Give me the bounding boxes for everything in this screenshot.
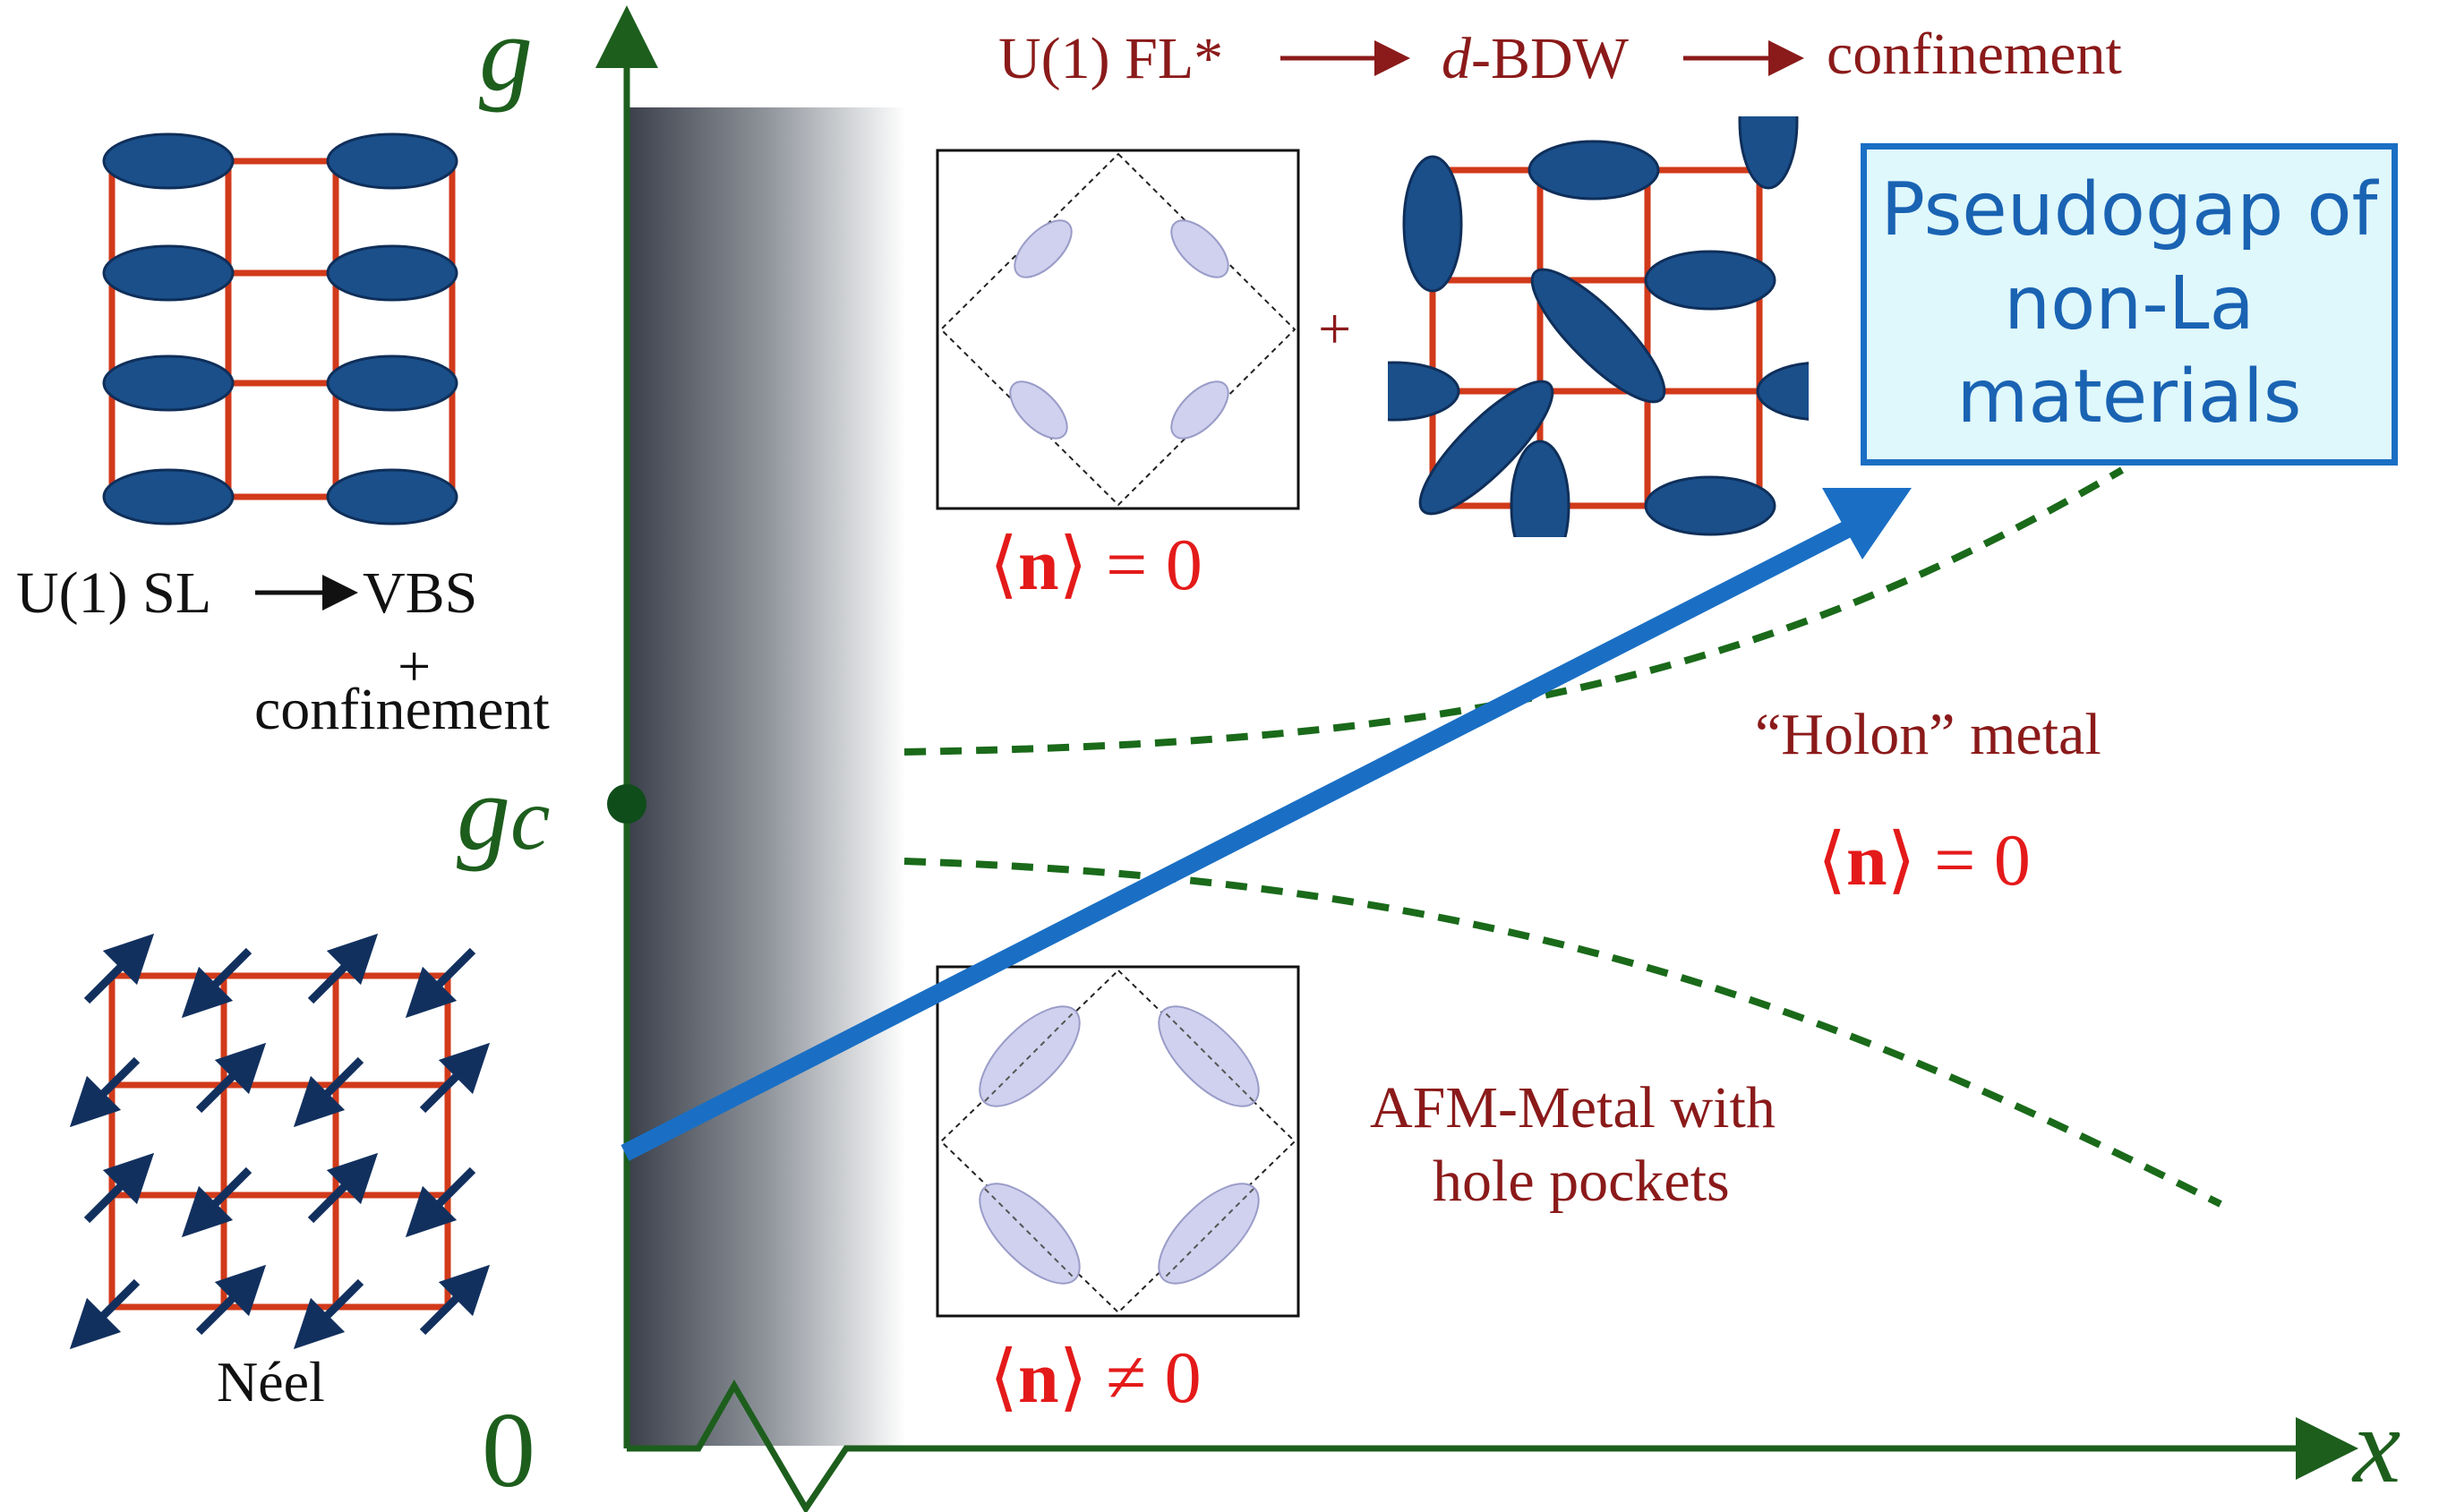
op2-rhs: ⟩ ≠ 0 <box>1058 1337 1202 1418</box>
order-param-flstar: ⟨n⟩ = 0 <box>989 528 1202 602</box>
seq-dbdw-d: d <box>1442 26 1471 91</box>
critical-g-label: gc <box>457 759 550 867</box>
spin-arrow <box>83 1152 155 1224</box>
op2-lhs: ⟨ <box>989 1337 1018 1418</box>
pseudogap-box: Pseudogap of non-La materials <box>1861 143 2398 466</box>
holon-metal-label: “Holon” metal <box>1755 702 2101 767</box>
spin-arrow <box>419 1042 491 1114</box>
afm-fermi-surface <box>936 965 1300 1318</box>
upper-phase-boundary <box>903 466 2125 756</box>
sl-label: U(1) SL <box>16 560 212 626</box>
doping-trajectory-arrow <box>620 516 1862 1161</box>
dbdw-lattice <box>1388 116 1809 537</box>
origin-label: 0 <box>482 1390 535 1509</box>
seq-dbdw-rest: -BDW <box>1471 26 1629 91</box>
afm-metal-label-1: AFM-Metal with <box>1370 1075 1776 1140</box>
vbs-lattice <box>102 132 458 525</box>
pseudogap-line-1: Pseudogap of <box>1880 167 2378 252</box>
spin-arrow <box>181 947 252 1019</box>
order-param-holon: ⟨n⟩ = 0 <box>1818 824 2031 897</box>
critical-g-subscript: c <box>510 769 551 868</box>
afm-metal-label-2: hole pockets <box>1433 1149 1730 1214</box>
op2-n: n <box>1018 1337 1059 1418</box>
critical-g-letter: g <box>457 753 510 872</box>
spin-arrow <box>83 933 155 1004</box>
plus-label: + <box>398 634 432 699</box>
shaded-region <box>627 107 906 1446</box>
spin-arrow <box>293 1278 364 1350</box>
spin-arrow <box>195 1042 267 1114</box>
op3-lhs: ⟨ <box>1818 819 1846 901</box>
confinement-label: confinement <box>254 677 550 742</box>
flstar-fermi-surface <box>936 149 1300 510</box>
neel-label: Néel <box>217 1350 325 1414</box>
x-axis-break <box>627 1380 2310 1512</box>
vbs-label: VBS <box>363 560 478 626</box>
op1-rhs: ⟩ = 0 <box>1058 524 1202 605</box>
critical-point <box>607 784 646 824</box>
doping-trajectory-arrowhead <box>1822 488 1912 560</box>
y-axis-label: g <box>479 0 533 113</box>
seq-fl-star: U(1) FL* <box>998 26 1224 91</box>
op3-n: n <box>1846 819 1887 901</box>
spin-arrow <box>69 1056 141 1128</box>
seq-confinement: confinement <box>1827 21 2122 87</box>
spin-arrow <box>419 1264 491 1336</box>
seq-dbdw: d-BDW <box>1442 30 1629 89</box>
pseudogap-line-2: non-La <box>2004 261 2255 346</box>
op3-rhs: ⟩ = 0 <box>1887 819 2031 901</box>
spin-arrow <box>293 1056 364 1128</box>
op1-lhs: ⟨ <box>989 524 1018 605</box>
order-param-afm: ⟨n⟩ ≠ 0 <box>989 1341 1202 1414</box>
op1-n: n <box>1018 524 1059 605</box>
spin-arrow <box>69 1278 141 1350</box>
plus-sign: + <box>1318 296 1352 362</box>
spin-arrow <box>307 933 379 1004</box>
spin-arrow <box>181 1166 252 1238</box>
x-axis-label: x <box>2353 1386 2401 1505</box>
neel-lattice <box>69 933 491 1350</box>
pseudogap-line-3: materials <box>1956 355 2302 440</box>
spin-arrow <box>307 1152 379 1224</box>
spin-arrow <box>405 947 476 1019</box>
spin-arrow <box>405 1166 476 1238</box>
spin-arrow <box>195 1264 267 1336</box>
